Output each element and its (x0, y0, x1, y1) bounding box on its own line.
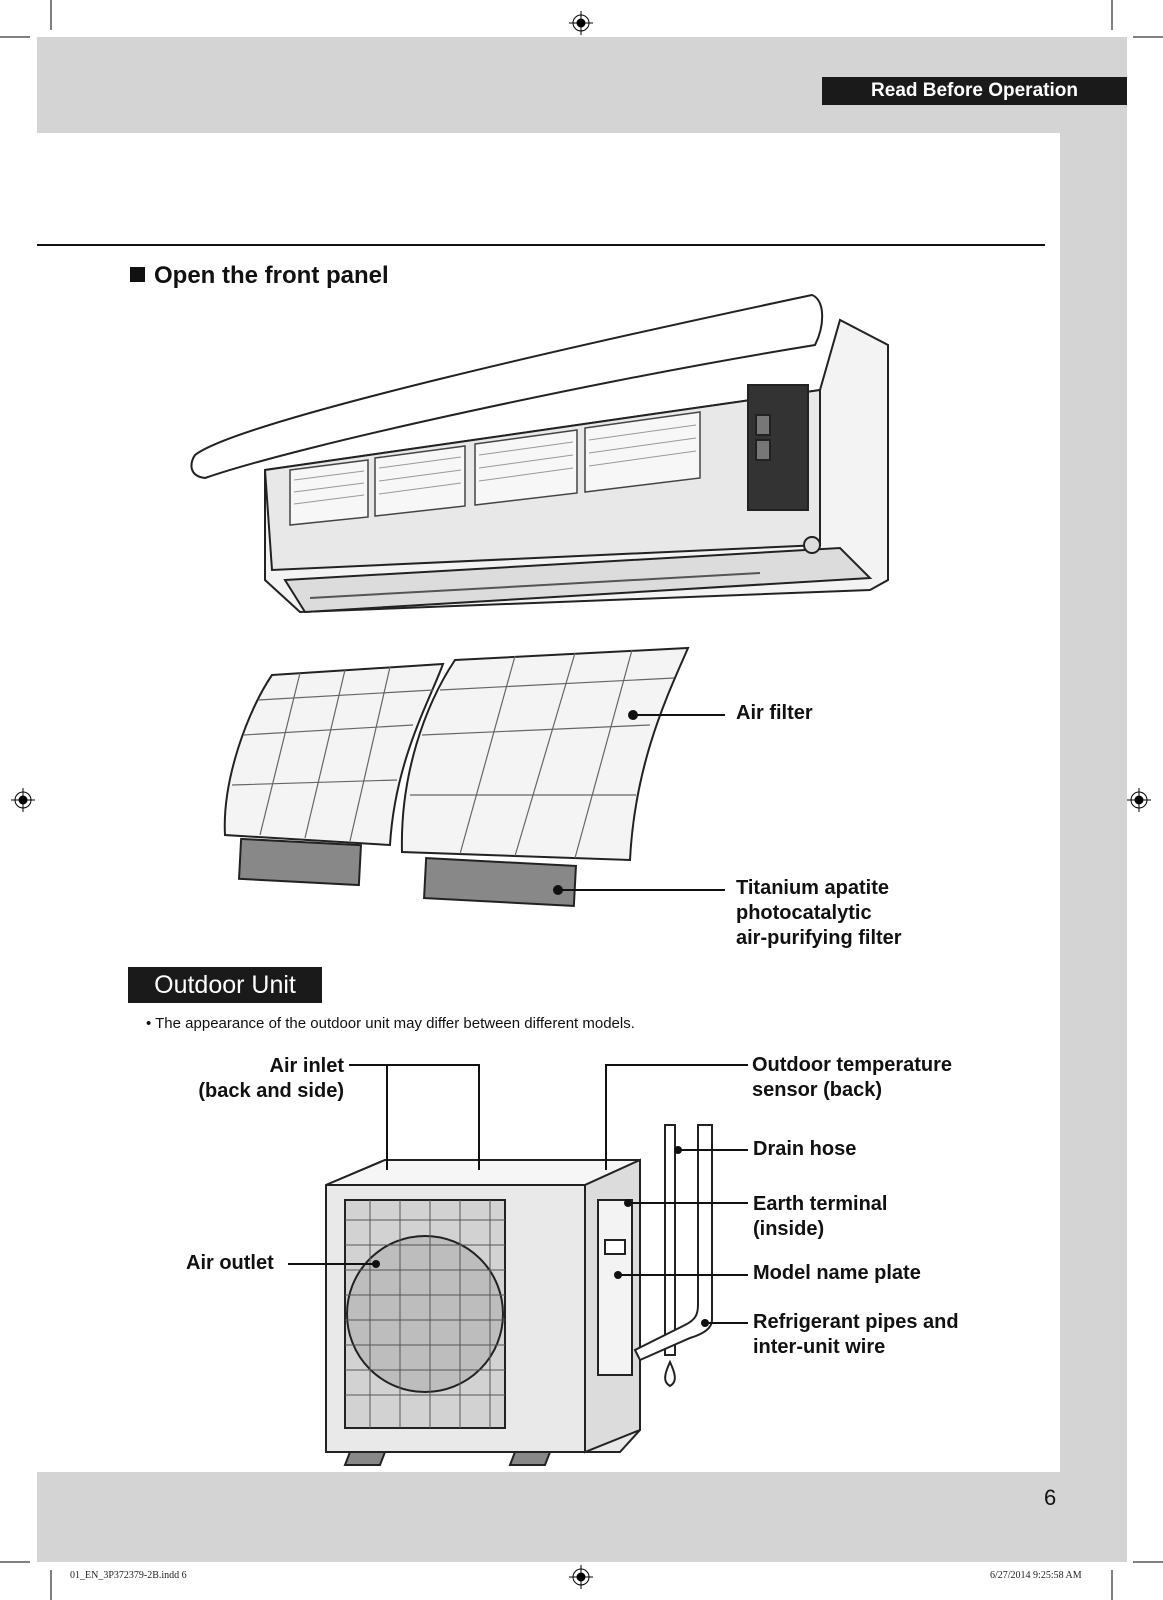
label-earth-terminal: Earth terminal (inside) (753, 1193, 888, 1240)
label-air-outlet: Air outlet (186, 1252, 274, 1274)
outdoor-unit-illustration (325, 1158, 641, 1466)
registration-mark-icon (569, 11, 593, 35)
label-titanium-filter: Titanium apatite photocatalytic air-puri… (736, 877, 902, 949)
label-drain-hose: Drain hose (753, 1138, 857, 1160)
registration-mark-icon (11, 788, 35, 812)
registration-mark-icon (1127, 788, 1151, 812)
indoor-unit-illustration (190, 293, 889, 614)
indoor-leader-lines (553, 710, 725, 895)
air-filter-illustration (223, 646, 690, 907)
label-outdoor-temperature-sensor: Outdoor temperature sensor (back) (752, 1054, 953, 1101)
section-divider (37, 244, 1045, 246)
header-tab: Read Before Operation (822, 77, 1127, 105)
outdoor-unit-note: • The appearance of the outdoor unit may… (146, 1015, 635, 1032)
right-gray-band (1060, 37, 1127, 1562)
section-title-open-front-panel: Open the front panel (130, 262, 389, 290)
label-air-filter: Air filter (736, 702, 813, 724)
square-bullet-icon (130, 267, 145, 282)
footer-timestamp: 6/27/2014 9:25:58 AM (990, 1570, 1082, 1581)
registration-mark-icon (569, 1565, 593, 1589)
label-refrigerant-pipes: Refrigerant pipes and inter-unit wire (753, 1311, 959, 1358)
leader-dots (372, 1146, 709, 1327)
drain-hose-illustration (633, 1124, 713, 1388)
footer-file-name: 01_EN_3P372379-2B.indd 6 (70, 1570, 187, 1581)
section-title-outdoor-unit: Outdoor Unit (128, 967, 322, 1003)
label-model-name-plate: Model name plate (753, 1262, 921, 1284)
page-number: 6 (1044, 1485, 1057, 1510)
label-air-inlet: Air inlet (back and side) (198, 1055, 344, 1102)
bottom-gray-band (37, 1472, 1127, 1562)
outdoor-leader-lines (288, 1064, 748, 1324)
